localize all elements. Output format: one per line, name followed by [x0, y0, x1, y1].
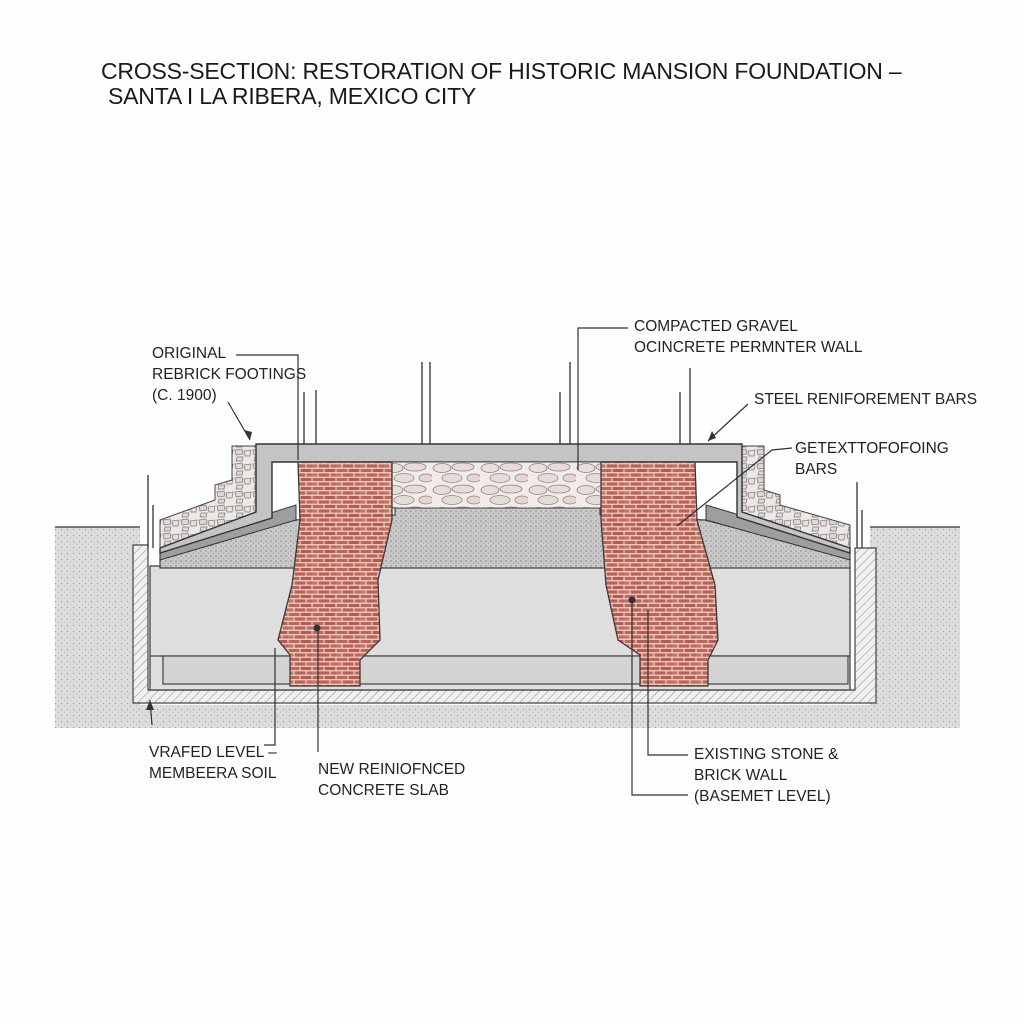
leader-compacted-gravel	[577, 327, 628, 470]
label-graded-level-line-2: MEMBEERA SOIL	[149, 765, 277, 782]
label-concrete-slab: NEW REINIOFNCED CONCRETE SLAB	[318, 759, 465, 801]
leader-existing-wall-2	[631, 600, 688, 796]
label-concrete-slab-line-1: NEW REINIOFNCED	[318, 761, 466, 778]
label-geotextile: GETEXTTOFOFOING BARS	[795, 438, 949, 480]
diagram-title-line-2: SANTA I LA RIBERA, MEXICO CITY	[108, 83, 477, 109]
label-compacted-gravel: COMPACTED GRAVEL OCINCRETE PERMNTER WALL	[634, 316, 863, 358]
soil-mass	[55, 526, 960, 728]
brick-footing-left	[277, 461, 393, 687]
label-original-footings-line-2: REBRICK FOOTINGS	[152, 366, 307, 383]
label-geotextile-line-2: BARS	[795, 461, 838, 478]
label-compacted-gravel-line-1: COMPACTED GRAVEL	[634, 318, 798, 335]
label-steel-bars: STEEL RENIFOREMENT BARS	[754, 389, 977, 410]
leader-existing-wall-1	[647, 610, 688, 756]
concrete-slab	[149, 565, 851, 691]
leader-lines	[149, 327, 793, 796]
label-original-footings-line-1: ORIGINAL	[152, 345, 227, 362]
label-existing-wall-line-1: EXISTING STONE &	[694, 746, 839, 763]
rebar-lines	[147, 362, 863, 548]
diagram-title-line-1: CROSS-SECTION: RESTORATION OF HISTORIC M…	[101, 58, 902, 84]
label-geotextile-line-1: GETEXTTOFOFOING	[795, 440, 949, 457]
perimeter-wall-cap	[159, 443, 851, 554]
label-concrete-slab-line-2: CONCRETE SLAB	[318, 782, 449, 799]
leader-arrowheads	[146, 430, 716, 710]
label-graded-level-line-1: VRAFED LEVEL –	[149, 744, 277, 761]
label-existing-wall-line-3: (BASEMET LEVEL)	[694, 788, 831, 805]
label-graded-level: VRAFED LEVEL – MEMBEERA SOIL	[149, 742, 277, 784]
stone-core	[391, 461, 605, 509]
leader-graded-level	[264, 648, 276, 746]
leader-geotextile	[676, 447, 793, 527]
brick-footing-right	[600, 461, 719, 687]
waterproof-membrane	[132, 544, 877, 704]
label-existing-wall: EXISTING STONE & BRICK WALL (BASEMET LEV…	[694, 744, 838, 807]
label-compacted-gravel-line-2: OCINCRETE PERMNTER WALL	[634, 339, 863, 356]
label-existing-wall-line-2: BRICK WALL	[694, 767, 788, 784]
label-original-footings: ORIGINAL REBRICK FOOTINGS (C. 1900)	[152, 343, 306, 406]
label-original-footings-line-3: (C. 1900)	[152, 387, 217, 404]
label-steel-bars-line-1: STEEL RENIFOREMENT BARS	[754, 391, 978, 408]
leader-steel-bars	[707, 403, 749, 442]
leader-original-footings	[236, 354, 299, 460]
